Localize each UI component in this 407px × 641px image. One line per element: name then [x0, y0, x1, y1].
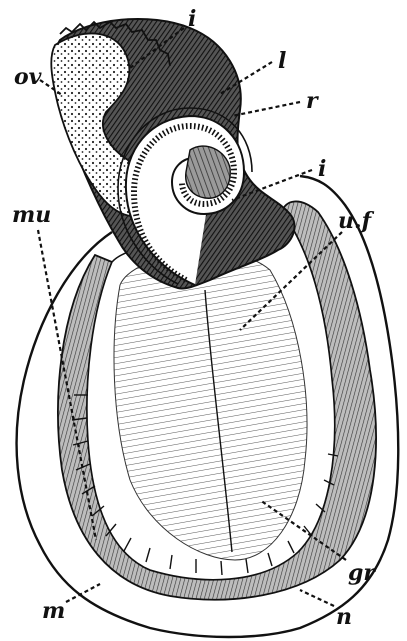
- label-m: m: [42, 598, 65, 624]
- label-r: r: [306, 88, 319, 114]
- leader-r: [232, 102, 300, 116]
- leader-n: [300, 590, 334, 606]
- label-n: n: [336, 604, 352, 630]
- label-i-mid: i: [318, 156, 326, 182]
- label-uf: u.f: [338, 208, 375, 234]
- label-i-top: i: [188, 6, 196, 32]
- label-gr: gr: [348, 560, 376, 586]
- label-l: l: [278, 48, 286, 74]
- label-mu: mu: [12, 202, 51, 228]
- label-ov: ov: [14, 64, 42, 90]
